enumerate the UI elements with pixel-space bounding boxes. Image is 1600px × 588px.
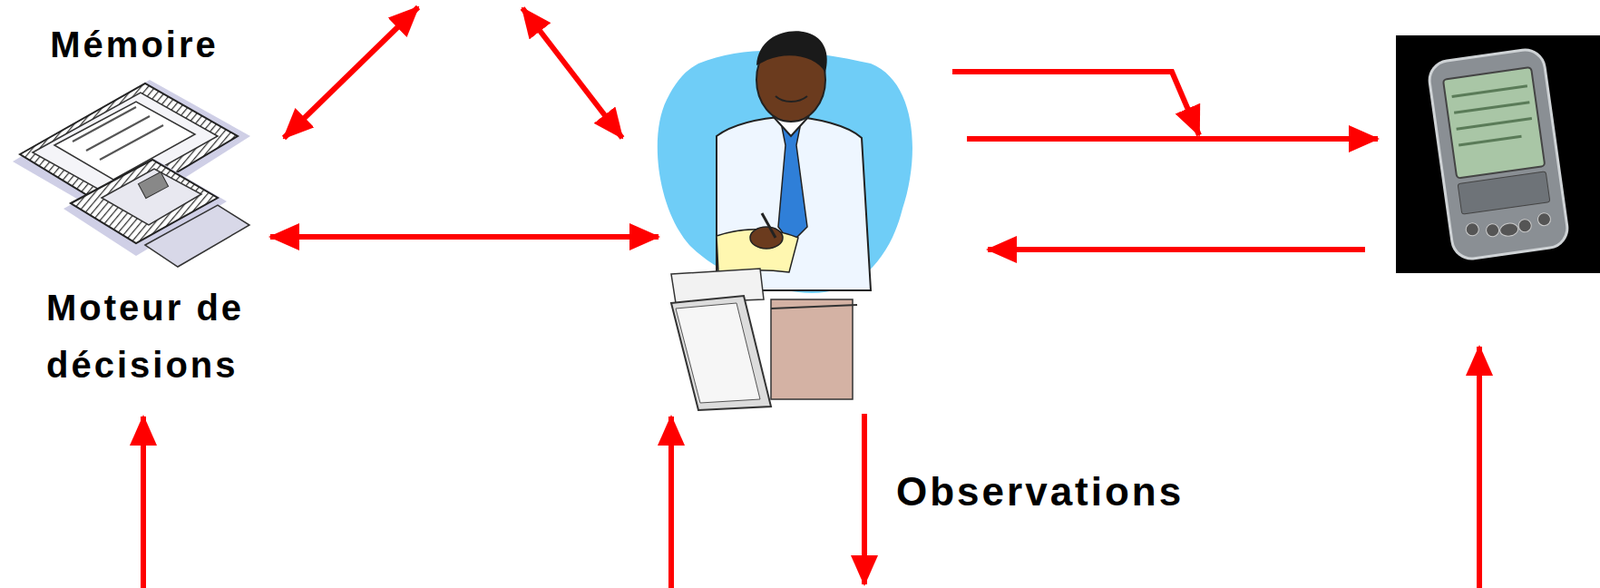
input-arrow [1476, 346, 1483, 588]
input-arrow [668, 416, 674, 588]
flow-arrows [143, 7, 1480, 588]
person-figure [657, 30, 913, 410]
component-title: Mémoire [18, 22, 251, 67]
arrow [966, 136, 1378, 142]
double-arrow [270, 234, 659, 240]
double-arrow [522, 8, 623, 138]
output-arrow [861, 413, 868, 585]
double-arrow [283, 7, 419, 138]
arrow [987, 246, 1366, 253]
arrow-label: Observations [896, 467, 1259, 516]
arrow [952, 71, 1200, 136]
disk-tray [12, 79, 251, 267]
handheld-device [1395, 35, 1600, 274]
component-group: MémoireMoteur de décisions [18, 22, 264, 404]
component-subtitle: Moteur de décisions [46, 279, 264, 394]
input-arrow [140, 416, 147, 588]
